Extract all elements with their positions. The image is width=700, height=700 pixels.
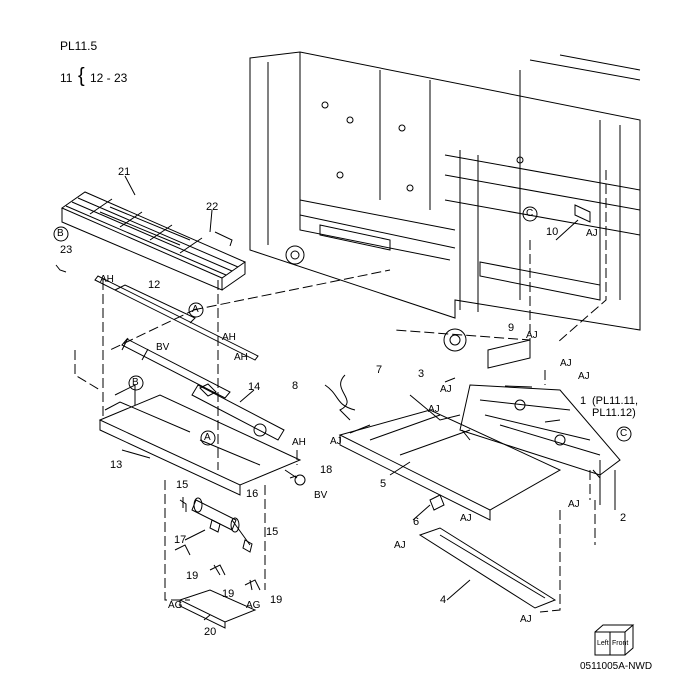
part-bv-shaft: [121, 337, 231, 399]
label-part-10: 10: [546, 226, 559, 238]
marker-c-circle: [522, 206, 538, 222]
code-ag-2: AG: [246, 600, 261, 611]
label-part-15-left: 15: [176, 479, 189, 491]
part-10-bracket: [574, 204, 591, 223]
marker-b2-circle: [128, 375, 144, 391]
page-title: PL11.5: [60, 39, 98, 53]
part-6: [429, 494, 445, 511]
code-aj-10: AJ: [394, 540, 406, 551]
label-part-18: 18: [320, 464, 333, 476]
leader-lines: [74, 170, 607, 613]
marker-b2: B: [132, 377, 139, 388]
part-23: [55, 264, 67, 273]
part-4-rail: [418, 527, 557, 609]
part-15-clip-left: [179, 499, 187, 512]
part-20-guide: [178, 589, 257, 629]
part-12-rail: [94, 275, 259, 361]
label-part-19-c: 19: [270, 594, 283, 606]
label-part-7: 7: [376, 364, 383, 376]
orientation-front: Front: [612, 640, 629, 647]
code-aj-3: AJ: [560, 358, 572, 369]
range-sub: 12 - 23: [90, 71, 128, 85]
marker-a-circle: [188, 302, 204, 318]
label-part-20: 20: [204, 626, 217, 638]
part-18-bushing: [289, 474, 306, 486]
label-part-2: 2: [620, 512, 627, 524]
part-22: [214, 231, 233, 247]
part-1-assembly: [459, 384, 621, 510]
label-part-15-right: 15: [266, 526, 279, 538]
part-14-roller-shaft: [191, 383, 285, 441]
orientation-left: Left: [597, 640, 609, 647]
marker-a2: A: [204, 432, 211, 443]
label-part-6: 6: [413, 516, 420, 528]
code-aj-2: AJ: [526, 330, 538, 341]
orientation-cube: [594, 624, 635, 656]
label-part-13: 13: [110, 459, 123, 471]
code-ah-4: AH: [292, 437, 306, 448]
part-7-8-harness: [324, 374, 461, 421]
label-part-17: 17: [174, 534, 187, 546]
code-ag-1: AG: [168, 600, 183, 611]
code-aj-9: AJ: [568, 499, 580, 510]
label-part-14: 14: [248, 381, 261, 393]
label-part-5: 5: [380, 478, 387, 490]
label-part-19-a: 19: [186, 570, 199, 582]
code-aj-6: AJ: [428, 404, 440, 415]
marker-a: A: [192, 304, 199, 315]
leader-ticks: [121, 175, 601, 621]
code-aj-1: AJ: [586, 228, 598, 239]
label-part-3: 3: [418, 368, 425, 380]
code-ah-1: AH: [100, 274, 114, 285]
code-bv-1: BV: [156, 342, 170, 353]
marker-a2-circle: [200, 430, 216, 446]
label-part-1: 1: [580, 395, 587, 407]
part-13-bracket: [98, 384, 302, 496]
marker-b-circle: [53, 226, 69, 242]
label-part-9: 9: [508, 322, 515, 334]
marker-c2-circle: [616, 426, 632, 442]
label-part-1-ref: (PL11.11,: [592, 395, 639, 407]
code-aj-5: AJ: [440, 384, 452, 395]
part-17-clip: [209, 519, 221, 533]
part-19-springs: [174, 544, 261, 591]
label-part-1-ref2: PL11.12): [592, 407, 636, 419]
marker-b: B: [57, 228, 64, 239]
code-aj-4: AJ: [578, 371, 590, 382]
code-aj-8: AJ: [460, 513, 472, 524]
marker-c: C: [526, 208, 534, 219]
label-part-4: 4: [440, 594, 447, 606]
label-part-12: 12: [148, 279, 161, 291]
machine-frame: [249, 51, 641, 352]
part-5-frame: [338, 409, 562, 521]
part-9-bracket: [487, 339, 531, 369]
label-part-19-b: 19: [222, 588, 235, 600]
drawing-id: 0511005A-NWD: [580, 661, 653, 672]
label-part-21: 21: [118, 166, 131, 178]
label-part-16: 16: [246, 488, 259, 500]
part-16-roller: [191, 497, 240, 533]
code-aj-11: AJ: [520, 614, 532, 625]
range-brace: {: [78, 65, 85, 87]
label-part-8: 8: [292, 380, 299, 392]
code-ah-3: AH: [234, 352, 248, 363]
code-bv-2: BV: [314, 490, 328, 501]
code-aj-7: AJ: [330, 436, 342, 447]
label-part-22: 22: [206, 201, 219, 213]
label-part-23: 23: [60, 244, 73, 256]
range-main: 11: [60, 71, 73, 85]
marker-c2: C: [620, 428, 628, 439]
code-ah-2: AH: [222, 332, 236, 343]
part-15-clip-right: [242, 539, 253, 553]
part-21-tray: [60, 191, 247, 291]
